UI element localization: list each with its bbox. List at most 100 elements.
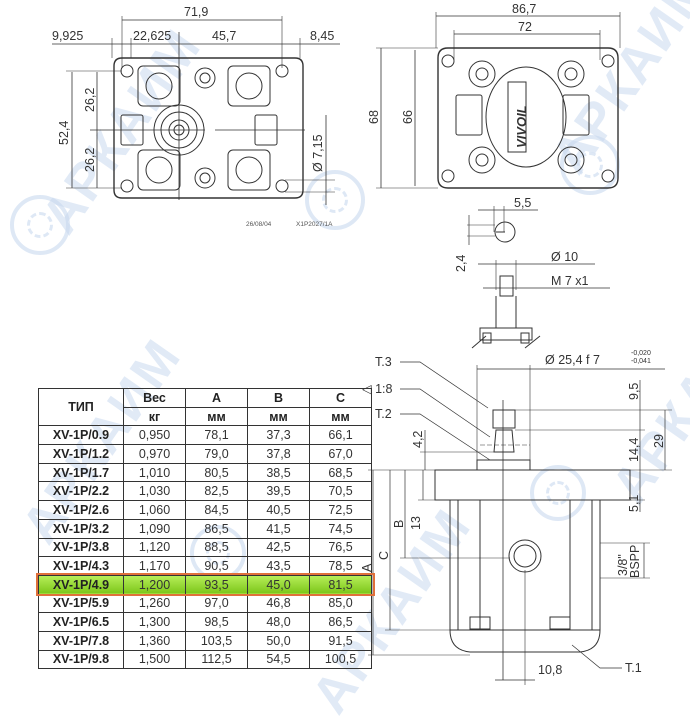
cell-weight: 1,360 xyxy=(123,630,186,651)
section-view-drawing: Ø 25,4 f 7 -0,020 -0,041 T.3 ◁ 1:8 T.2 T… xyxy=(360,350,672,685)
dim-13: 13 xyxy=(409,516,423,530)
dim-height-total: 52,4 xyxy=(57,121,71,145)
cell-b: 37,8 xyxy=(247,444,310,464)
cell-c: 67,0 xyxy=(309,444,372,464)
header-b: B xyxy=(247,388,310,408)
cell-weight: 1,060 xyxy=(123,500,186,520)
label-t1: T.1 xyxy=(625,661,642,675)
front-view-drawing: 71,9 9,925 22,625 45,7 8,45 52,4 26,2 26… xyxy=(52,5,340,228)
header-type: ТИП xyxy=(38,387,124,427)
dim-side-height-inner: 66 xyxy=(401,110,415,124)
unit-weight: кг xyxy=(123,406,186,427)
cell-c: 85,0 xyxy=(309,593,372,614)
cell-type: XV-1P/3.8 xyxy=(38,537,124,558)
cell-a: 79,0 xyxy=(185,444,248,464)
dim-shaft-diameter: Ø 10 xyxy=(551,250,578,264)
cell-type: XV-1P/4.3 xyxy=(38,556,124,576)
dim-hole-spacing: 45,7 xyxy=(212,29,236,43)
cell-type: XV-1P/6.5 xyxy=(38,612,124,632)
cell-c: 66,1 xyxy=(309,425,372,446)
cell-weight: 1,170 xyxy=(123,556,186,576)
label-t2: T.2 xyxy=(375,407,392,421)
cell-type: XV-1P/9.8 xyxy=(38,649,124,670)
cell-type: XV-1P/2.6 xyxy=(38,500,124,520)
cell-c: 68,5 xyxy=(309,462,372,483)
cell-type: XV-1P/4.9 xyxy=(38,574,124,595)
cell-a: 78,1 xyxy=(185,425,248,446)
cell-b: 39,5 xyxy=(247,481,310,502)
dim-port-type: BSPP xyxy=(628,545,642,578)
cell-c: 76,5 xyxy=(309,537,372,558)
dim-29: 29 xyxy=(652,434,666,448)
dim-overall-width: 71,9 xyxy=(184,5,208,19)
unit-b: мм xyxy=(247,406,310,427)
dim-height-upper: 26,2 xyxy=(83,88,97,112)
cell-type: XV-1P/2.2 xyxy=(38,481,124,502)
side-view-drawing: VIVOIL 86,7 72 68 66 xyxy=(367,2,621,189)
cell-a: 90,5 xyxy=(185,556,248,576)
dim-14-4: 14,4 xyxy=(627,438,641,462)
cell-b: 42,5 xyxy=(247,537,310,558)
cell-c: 74,5 xyxy=(309,518,372,539)
cell-weight: 1,120 xyxy=(123,537,186,558)
dim-thread: M 7 x1 xyxy=(551,274,589,288)
cell-b: 46,8 xyxy=(247,593,310,614)
dim-left-offset: 9,925 xyxy=(52,29,83,43)
cell-weight: 1,090 xyxy=(123,518,186,539)
cell-b: 41,5 xyxy=(247,518,310,539)
dim-height-lower: 26,2 xyxy=(83,148,97,172)
cell-a: 86,5 xyxy=(185,518,248,539)
cell-c: 81,5 xyxy=(309,574,372,595)
cell-b: 40,5 xyxy=(247,500,310,520)
dim-right-offset: 8,45 xyxy=(310,29,334,43)
cell-a: 88,5 xyxy=(185,537,248,558)
cell-type: XV-1P/1.2 xyxy=(38,444,124,464)
dim-9-5: 9,5 xyxy=(627,383,641,400)
cell-a: 93,5 xyxy=(185,574,248,595)
cell-weight: 1,030 xyxy=(123,481,186,502)
cell-c: 78,5 xyxy=(309,556,372,576)
dim-tolerance-upper: -0,020 xyxy=(631,350,651,357)
cell-b: 37,3 xyxy=(247,425,310,446)
cell-type: XV-1P/0.9 xyxy=(38,425,124,446)
unit-a: мм xyxy=(185,406,248,427)
dim-4-2: 4,2 xyxy=(411,431,425,448)
dim-side-overall-width: 86,7 xyxy=(512,2,536,16)
cell-b: 54,5 xyxy=(247,649,310,670)
cell-a: 82,5 xyxy=(185,481,248,502)
dim-tolerance-lower: -0,041 xyxy=(631,358,651,365)
unit-c: мм xyxy=(309,406,372,427)
drawing-code: X1P2027/1A xyxy=(296,221,333,228)
dim-c: C xyxy=(377,551,391,560)
cell-type: XV-1P/5.9 xyxy=(38,593,124,614)
dim-side-inner-width: 72 xyxy=(518,20,532,34)
cell-a: 98,5 xyxy=(185,612,248,632)
header-a: A xyxy=(185,388,248,408)
cell-b: 38,5 xyxy=(247,462,310,483)
table-header-row: ТИП Вес A B C xyxy=(38,387,372,427)
dim-port-size: 3/8" xyxy=(616,554,630,576)
cell-a: 84,5 xyxy=(185,500,248,520)
dim-hole-diameter: Ø 7,15 xyxy=(311,134,325,172)
dim-10-8: 10,8 xyxy=(538,663,562,677)
cell-weight: 1,300 xyxy=(123,612,186,632)
cell-b: 50,0 xyxy=(247,630,310,651)
cell-weight: 1,200 xyxy=(123,574,186,595)
cell-weight: 1,010 xyxy=(123,462,186,483)
cell-b: 48,0 xyxy=(247,612,310,632)
label-t3: T.3 xyxy=(375,355,392,369)
header-c: C xyxy=(309,388,372,408)
dim-key-width: 5,5 xyxy=(514,196,531,210)
cell-c: 72,5 xyxy=(309,500,372,520)
cell-type: XV-1P/7.8 xyxy=(38,630,124,651)
drawing-date: 26/08/04 xyxy=(246,221,272,228)
cell-weight: 1,260 xyxy=(123,593,186,614)
